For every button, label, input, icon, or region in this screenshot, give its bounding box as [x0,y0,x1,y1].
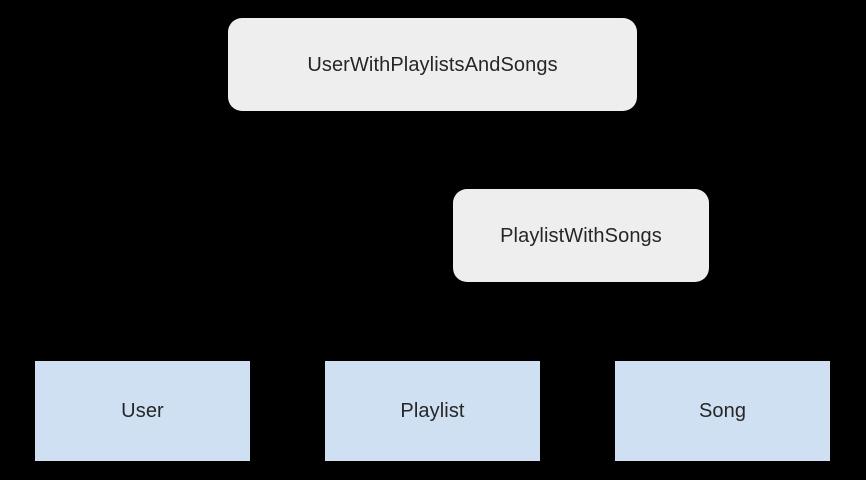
node-label: Playlist [400,400,465,422]
node-song[interactable]: Song [615,361,830,461]
node-playlist[interactable]: Playlist [325,361,540,461]
node-playlist-with-songs[interactable]: PlaylistWithSongs [453,189,709,282]
node-label: PlaylistWithSongs [500,224,662,247]
node-user-with-playlists-and-songs[interactable]: UserWithPlaylistsAndSongs [228,18,637,111]
node-label: Song [698,400,747,422]
node-label: User [121,400,164,422]
node-user[interactable]: User [35,361,250,461]
node-label: UserWithPlaylistsAndSongs [307,53,558,76]
